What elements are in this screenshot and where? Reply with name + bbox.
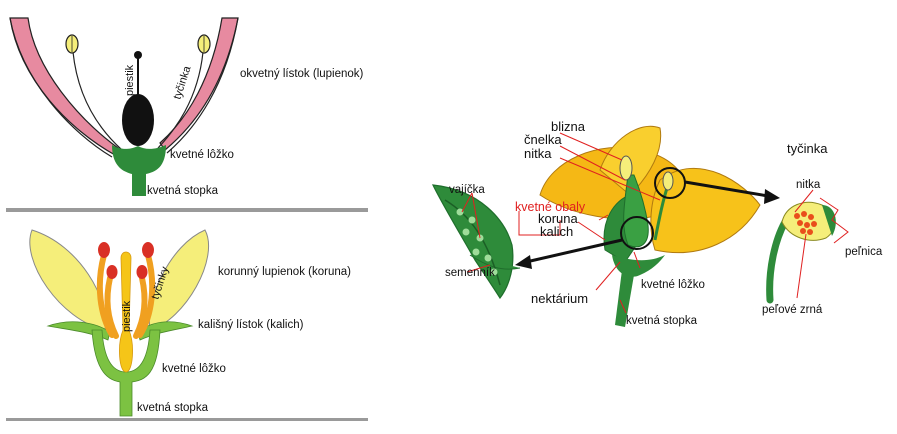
label-pollen-grains: peľové zrná [762,304,823,316]
stamen-filament-right [157,51,204,149]
stamen-filament-left [72,51,123,151]
label-perianth: kvetné obaly [515,200,586,214]
anther-c [662,171,674,191]
label-corolla-petal: korunný lupienok (koruna) [218,266,351,278]
label-nectary: nektárium [531,291,588,306]
label-calyx: kalich [540,224,573,239]
label-corolla: koruna [538,211,579,226]
label-filament: nitka [524,146,552,161]
pollen-grain [811,221,817,227]
label-anther: peľnica [845,246,883,258]
ovule [462,228,470,236]
receptacle-c [612,255,665,277]
anther-b-1 [98,242,110,258]
zoom-circle-ovary [620,216,654,250]
stamen-b-2 [104,275,119,339]
label-receptacle: kvetné lôžko [170,149,234,161]
pollen-grain [794,213,800,219]
pollen-grain [807,229,813,235]
ovule [490,268,498,276]
anther-b-3 [142,242,154,258]
ovary-detail [432,184,514,300]
pollen-grain [808,214,814,220]
divider-top [6,208,368,212]
stamen-b-3 [137,252,156,338]
arrow-to-ovary [525,238,623,264]
anther-bracket [819,197,849,244]
pollen-grain [797,220,803,226]
leader-lines [461,132,814,314]
label-sepal: kališný lístok (kalich) [198,319,304,331]
stamen-b-1 [96,252,115,338]
label-stamen-title: tyčinka [787,141,828,156]
label-stigma: blizna [551,119,586,134]
diagram-detailed-flower: blizna čnelka nitka kvetné obaly koruna … [432,119,883,327]
stigma-c [619,155,633,181]
label-receptacle-b: kvetné lôžko [162,363,226,375]
pistil-ovary [122,94,154,146]
label-flower-stalk-b: kvetná stopka [137,402,209,414]
label-flower-stalk-c: kvetná stopka [626,315,698,327]
label-perianth-petal: okvetný lístok (lupienok) [240,68,364,80]
ovule [472,248,480,256]
ovule [468,216,476,224]
pollen-grain [800,228,806,234]
perianth-petal-right [159,17,239,151]
divider-bottom [6,418,368,421]
ovule [456,208,464,216]
label-receptacle-c: kvetné lôžko [641,279,705,291]
label-pistil: piestik [124,64,136,96]
pistil-c [623,174,649,248]
receptacle [112,145,166,196]
anther-b-2 [106,265,118,279]
ovule [484,254,492,262]
label-stamen: tyčinka [171,64,193,101]
diagram-simple-flower: piestik tyčinka okvetný lístok (lupienok… [9,17,364,197]
label-ovary: semenník [445,267,495,279]
flower-stalk-c [615,270,634,327]
label-style: čnelka [524,132,562,147]
label-stamen-filament: nitka [796,179,821,191]
diagram-complete-flower: piestik tyčinky korunný lupienok (koruna… [29,229,351,417]
anther-b-4 [136,265,148,279]
receptacle-b [91,329,161,417]
pollen-grain [801,211,807,217]
stamen-filament-detail [766,218,789,304]
label-ovules: vajíčka [449,184,485,196]
arrow-to-stamen [684,180,769,198]
label-pistil-b: piestik [121,300,133,332]
pistil-b [119,251,133,373]
pollen-grain [804,222,810,228]
perianth-petal-left [9,17,119,156]
stamen-b-4 [133,275,148,339]
corolla-petal-left [29,229,107,331]
label-flower-stalk: kvetná stopka [147,185,219,197]
